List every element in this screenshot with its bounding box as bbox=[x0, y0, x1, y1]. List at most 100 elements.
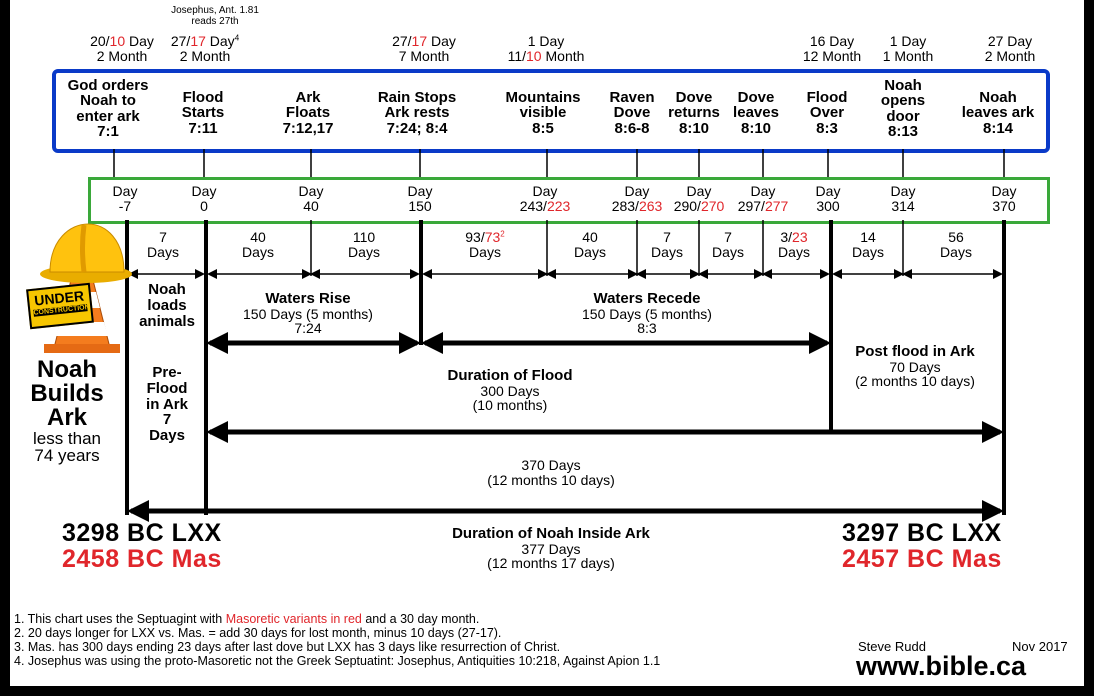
waters-recede-sub: 150 Days (5 months) bbox=[582, 305, 712, 322]
waters-recede-title: Waters Recede bbox=[593, 290, 701, 307]
total-370-days-line2: (12 months 10 days) bbox=[487, 471, 615, 488]
total-370-days: 370 Days (12 months 10 days) bbox=[487, 458, 615, 487]
waters-rise-sub: 150 Days (5 months) bbox=[243, 305, 373, 322]
post-flood-in-ark: Post flood in Ark 70 Days (2 months 10 d… bbox=[855, 344, 975, 389]
bc-right-lxx: 3297 BC LXX bbox=[842, 519, 1002, 547]
noah-builds-line1: Noah bbox=[37, 356, 97, 383]
footnote-1: 1. This chart uses the Septuagint with M… bbox=[14, 612, 480, 626]
noah-loads-line3: animals bbox=[139, 312, 195, 330]
waters-rise-title: Waters Rise bbox=[265, 290, 351, 307]
days-box bbox=[88, 177, 1050, 224]
noah-builds-line3: Ark bbox=[46, 404, 88, 431]
construction-cone-icon bbox=[40, 223, 132, 353]
footnote-4: 4. Josephus was using the proto-Masoreti… bbox=[14, 654, 661, 668]
noah-loads-animals: Noah loads animals bbox=[139, 282, 195, 329]
main-verticals bbox=[125, 220, 1006, 515]
event-connectors bbox=[113, 149, 1005, 276]
credit-author: Steve Rudd bbox=[858, 639, 926, 654]
post-flood-title: Post flood in Ark bbox=[855, 343, 975, 360]
noah-builds-line5: 74 years bbox=[34, 446, 100, 465]
events-box bbox=[52, 69, 1050, 153]
pre-flood-line2: Flood bbox=[146, 379, 188, 397]
inside-ark-days: 377 Days bbox=[521, 540, 581, 557]
bc-left-mas: 2458 BC Mas bbox=[62, 545, 222, 574]
footnotes: 1. This chart uses the Septuagint with M… bbox=[14, 612, 660, 668]
pre-flood-in-ark: Pre- Flood in Ark 7 Days bbox=[146, 365, 188, 444]
inside-ark-months: (12 months 17 days) bbox=[487, 555, 615, 572]
duration-flood-days: 300 Days bbox=[480, 382, 540, 399]
duration-flood-title: Duration of Flood bbox=[447, 367, 573, 384]
day-marker-0: Day-7 bbox=[112, 183, 138, 214]
bc-left-lxx: 3298 BC LXX bbox=[62, 519, 222, 547]
duration-of-flood: Duration of Flood 300 Days (10 months) bbox=[448, 368, 573, 413]
noah-builds-line4: less than bbox=[32, 429, 102, 448]
duration-flood-months: (10 months) bbox=[472, 397, 548, 414]
noah-loads-line1: Noah bbox=[148, 281, 186, 298]
credit-site-link[interactable]: www.bible.ca bbox=[856, 651, 1027, 681]
waters-rise: Waters Rise 150 Days (5 months) 7:24 bbox=[243, 291, 373, 336]
bc-right: 3297 BC LXX 2457 BC Mas bbox=[842, 520, 1002, 573]
bc-left: 3298 BC LXX 2458 BC Mas bbox=[62, 520, 222, 573]
under-construction-sign: UNDER CONSTRUCTION bbox=[26, 282, 94, 330]
post-flood-months: (2 months 10 days) bbox=[855, 373, 975, 390]
credit-date: Nov 2017 bbox=[1012, 639, 1068, 654]
footnote-3: 3. Mas. has 300 days ending 23 days afte… bbox=[14, 640, 561, 654]
pre-flood-line5: Days bbox=[149, 427, 185, 444]
waters-recede-ref: 8:3 bbox=[637, 320, 657, 337]
pre-flood-line1: Pre- bbox=[152, 364, 182, 381]
post-flood-days: 70 Days bbox=[889, 358, 941, 375]
footnote-2: 2. 20 days longer for LXX vs. Mas. = add… bbox=[14, 626, 502, 640]
pre-flood-line3: in Ark bbox=[146, 395, 188, 413]
noah-builds-ark: Noah Builds Ark less than 74 years bbox=[30, 356, 104, 465]
duration-inside-ark: Duration of Noah Inside Ark 377 Days (12… bbox=[452, 526, 650, 571]
inside-ark-title: Duration of Noah Inside Ark bbox=[452, 525, 650, 542]
bc-right-mas: 2457 BC Mas bbox=[842, 545, 1002, 574]
total-370-days-line1: 370 Days bbox=[521, 457, 581, 473]
noah-builds-line2: Builds bbox=[30, 380, 104, 407]
duration-arrows bbox=[127, 332, 1004, 522]
pre-flood-line4: 7 bbox=[162, 411, 172, 429]
noah-loads-line2: loads bbox=[147, 296, 187, 314]
waters-rise-ref: 7:24 bbox=[294, 320, 322, 337]
timeline-lines bbox=[113, 149, 1006, 522]
